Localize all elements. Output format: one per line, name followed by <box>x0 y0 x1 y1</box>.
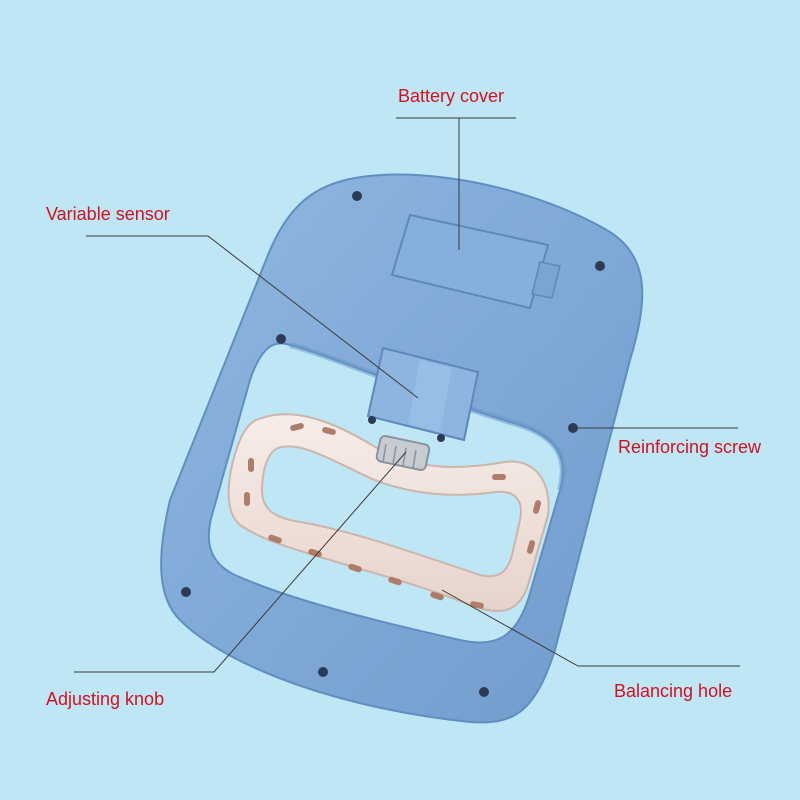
screw <box>318 667 328 677</box>
leader-variable-sensor <box>86 235 419 399</box>
screw <box>276 334 286 344</box>
battery-cover <box>390 213 561 310</box>
label-variable-sensor: Variable sensor <box>46 204 170 224</box>
label-reinforcing-screw: Reinforcing screw <box>618 437 762 457</box>
balancing-hole <box>532 500 542 514</box>
grip-handle <box>227 413 550 612</box>
screw <box>181 587 191 597</box>
balancing-hole <box>308 548 322 558</box>
adjusting-knob <box>375 435 431 471</box>
label-battery-cover: Battery cover <box>398 86 505 106</box>
balancing-hole <box>348 563 362 573</box>
balancing-hole <box>492 474 506 480</box>
screw <box>352 191 362 201</box>
balancing-hole <box>244 492 250 506</box>
label-adjusting-knob: Adjusting knob <box>46 689 165 709</box>
balancing-hole <box>470 601 484 609</box>
balancing-hole <box>388 576 402 586</box>
leader-lines <box>74 117 740 673</box>
screw <box>595 261 605 271</box>
balancing-holes <box>244 422 542 609</box>
balancing-hole <box>322 426 336 436</box>
balancing-hole <box>526 540 536 554</box>
balancing-hole <box>290 422 304 432</box>
label-balancing-hole: Balancing hole <box>614 681 733 701</box>
screw <box>479 687 489 697</box>
leader-adjusting-knob <box>74 451 407 673</box>
leader-balancing-hole <box>441 589 740 667</box>
variable-sensor <box>366 346 480 442</box>
balancing-hole <box>430 591 444 601</box>
balancing-hole <box>268 534 282 544</box>
balancing-hole <box>248 458 254 472</box>
